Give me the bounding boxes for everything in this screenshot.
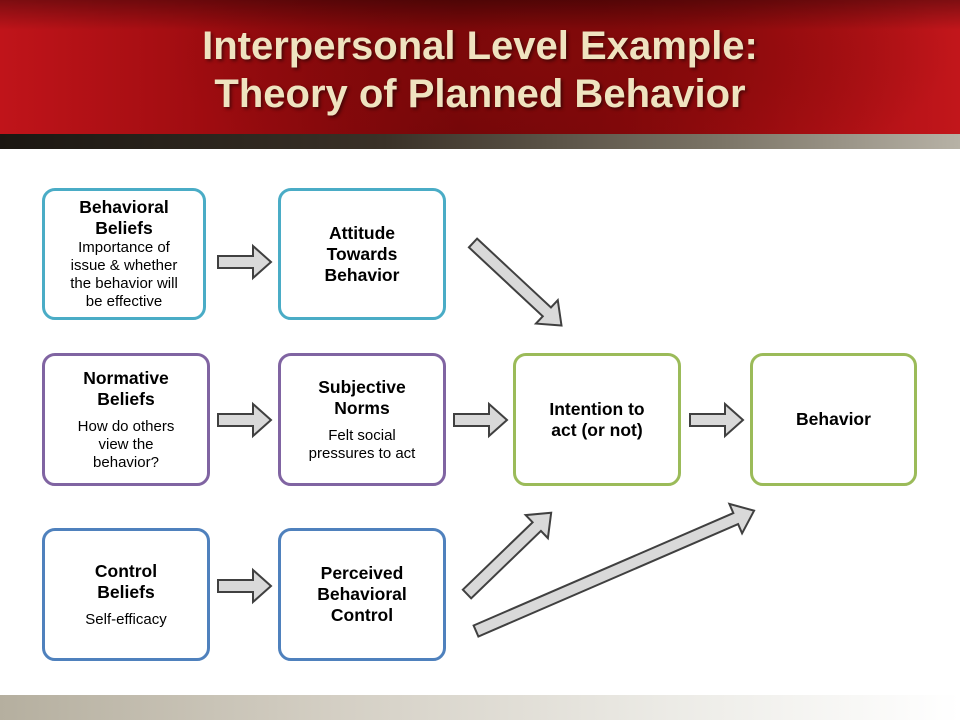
intention-title: Intention to act (or not): [549, 398, 645, 440]
subjective-norms-description: Felt social pressures to act: [308, 426, 416, 462]
arrow-behavioral-beliefs-to-attitude: [217, 243, 273, 281]
title-banner: [0, 0, 960, 134]
behavioral-beliefs-box: Behavioral Beliefs Importance of issue &…: [42, 188, 206, 320]
perceived-control-box: Perceived Behavioral Control: [278, 528, 446, 661]
behavior-box: Behavior: [750, 353, 917, 486]
attitude-title: Attitude Towards Behavior: [324, 222, 400, 285]
arrow-attitude-to-intention: [467, 237, 563, 327]
control-beliefs-description: Self-efficacy: [85, 610, 167, 628]
arrow-intention-to-behavior: [689, 401, 745, 439]
arrow-normative-beliefs-to-subjective-norms: [217, 401, 273, 439]
arrow-control-beliefs-to-perceived-control: [217, 567, 273, 605]
control-beliefs-box: Control Beliefs Self-efficacy: [42, 528, 210, 661]
perceived-control-title: Perceived Behavioral Control: [317, 563, 407, 625]
footer-band: [0, 695, 960, 720]
attitude-box: Attitude Towards Behavior: [278, 188, 446, 320]
intention-box: Intention to act (or not): [513, 353, 681, 486]
arrow-subjective-norms-to-intention: [453, 401, 509, 439]
subjective-norms-title: Subjective Norms: [318, 376, 406, 418]
normative-beliefs-box: Normative Beliefs How do others view the…: [42, 353, 210, 486]
subjective-norms-box: Subjective Norms Felt social pressures t…: [278, 353, 446, 486]
slide-title-line-2: Theory of Planned Behavior: [214, 72, 746, 116]
normative-beliefs-title: Normative Beliefs: [83, 367, 169, 409]
slide-title: Interpersonal Level Example: Theory of P…: [0, 22, 960, 118]
arrow-perceived-control-to-behavior: [472, 502, 756, 638]
behavior-title: Behavior: [796, 409, 871, 429]
arrow-perceived-control-to-intention: [461, 511, 553, 600]
header-divider-band: [0, 134, 960, 149]
control-beliefs-title: Control Beliefs: [94, 560, 158, 602]
normative-beliefs-description: How do others view the behavior?: [77, 417, 175, 471]
behavioral-beliefs-title: Behavioral Beliefs: [79, 197, 169, 238]
slide-title-line-1: Interpersonal Level Example:: [202, 24, 758, 68]
behavioral-beliefs-description: Importance of issue & whether the behavi…: [70, 239, 178, 310]
